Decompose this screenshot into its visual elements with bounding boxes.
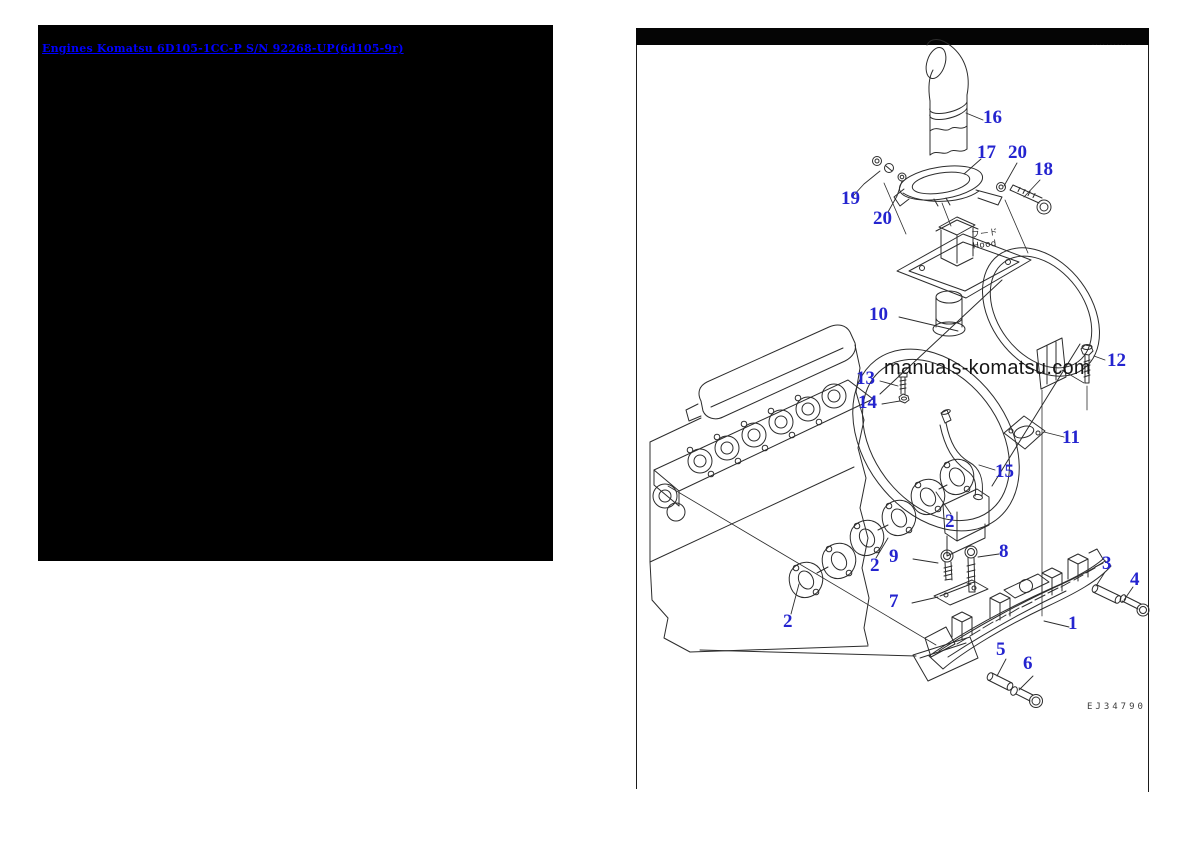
manifold-lug (1067, 553, 1089, 582)
callout-3[interactable]: 3 (1102, 553, 1112, 574)
callout-20-upper[interactable]: 20 (1008, 142, 1027, 163)
watermark: manuals-komatsu.com (884, 357, 1091, 379)
manifold-lug (1041, 567, 1063, 596)
callout-14[interactable]: 14 (858, 392, 877, 413)
callout-16[interactable]: 16 (983, 107, 1002, 128)
callout-19[interactable]: 19 (841, 188, 860, 209)
diagram-border-right (1148, 45, 1149, 792)
callout-1[interactable]: 1 (1068, 613, 1078, 634)
hood-label: フード Hood (971, 227, 1001, 252)
callout-5[interactable]: 5 (996, 639, 1006, 660)
callout-12[interactable]: 12 (1107, 350, 1126, 371)
diagram-border-left (636, 45, 637, 789)
callout-6[interactable]: 6 (1023, 653, 1033, 674)
left-content-panel: Engines Komatsu 6D105-1CC-P S/N 92268-UP… (38, 25, 553, 561)
hood-label-en: Hood (972, 238, 998, 252)
diagram-top-bar (636, 28, 1149, 45)
callout-20-lower[interactable]: 20 (873, 208, 892, 229)
manifold-lug (989, 592, 1011, 621)
callout-15[interactable]: 15 (995, 461, 1014, 482)
callout-11[interactable]: 11 (1062, 427, 1080, 448)
callout-2-bottom[interactable]: 2 (783, 611, 793, 632)
engine-model-link[interactable]: Engines Komatsu 6D105-1CC-P S/N 92268-UP… (42, 42, 404, 55)
exhaust-stack-drawing (925, 39, 969, 156)
callout-4[interactable]: 4 (1130, 569, 1140, 590)
engine-block-drawing (649, 324, 917, 657)
manifold-lug (951, 611, 973, 640)
clamp-and-fasteners-drawing (872, 156, 1052, 215)
callout-18[interactable]: 18 (1034, 159, 1053, 180)
callout-2-middle[interactable]: 2 (870, 555, 880, 576)
callout-8[interactable]: 8 (999, 541, 1009, 562)
page-header-marks: ··········· (1092, 42, 1132, 48)
callout-2-top[interactable]: 2 (945, 511, 955, 532)
hood-plate-drawing (896, 216, 1032, 299)
callout-9[interactable]: 9 (889, 546, 899, 567)
callout-10[interactable]: 10 (869, 304, 888, 325)
manifold-drawing (912, 545, 1150, 708)
callout-13[interactable]: 13 (856, 368, 875, 389)
figure-code: EJ34790 (1087, 702, 1146, 712)
callout-17[interactable]: 17 (977, 142, 996, 163)
callout-7[interactable]: 7 (889, 591, 899, 612)
